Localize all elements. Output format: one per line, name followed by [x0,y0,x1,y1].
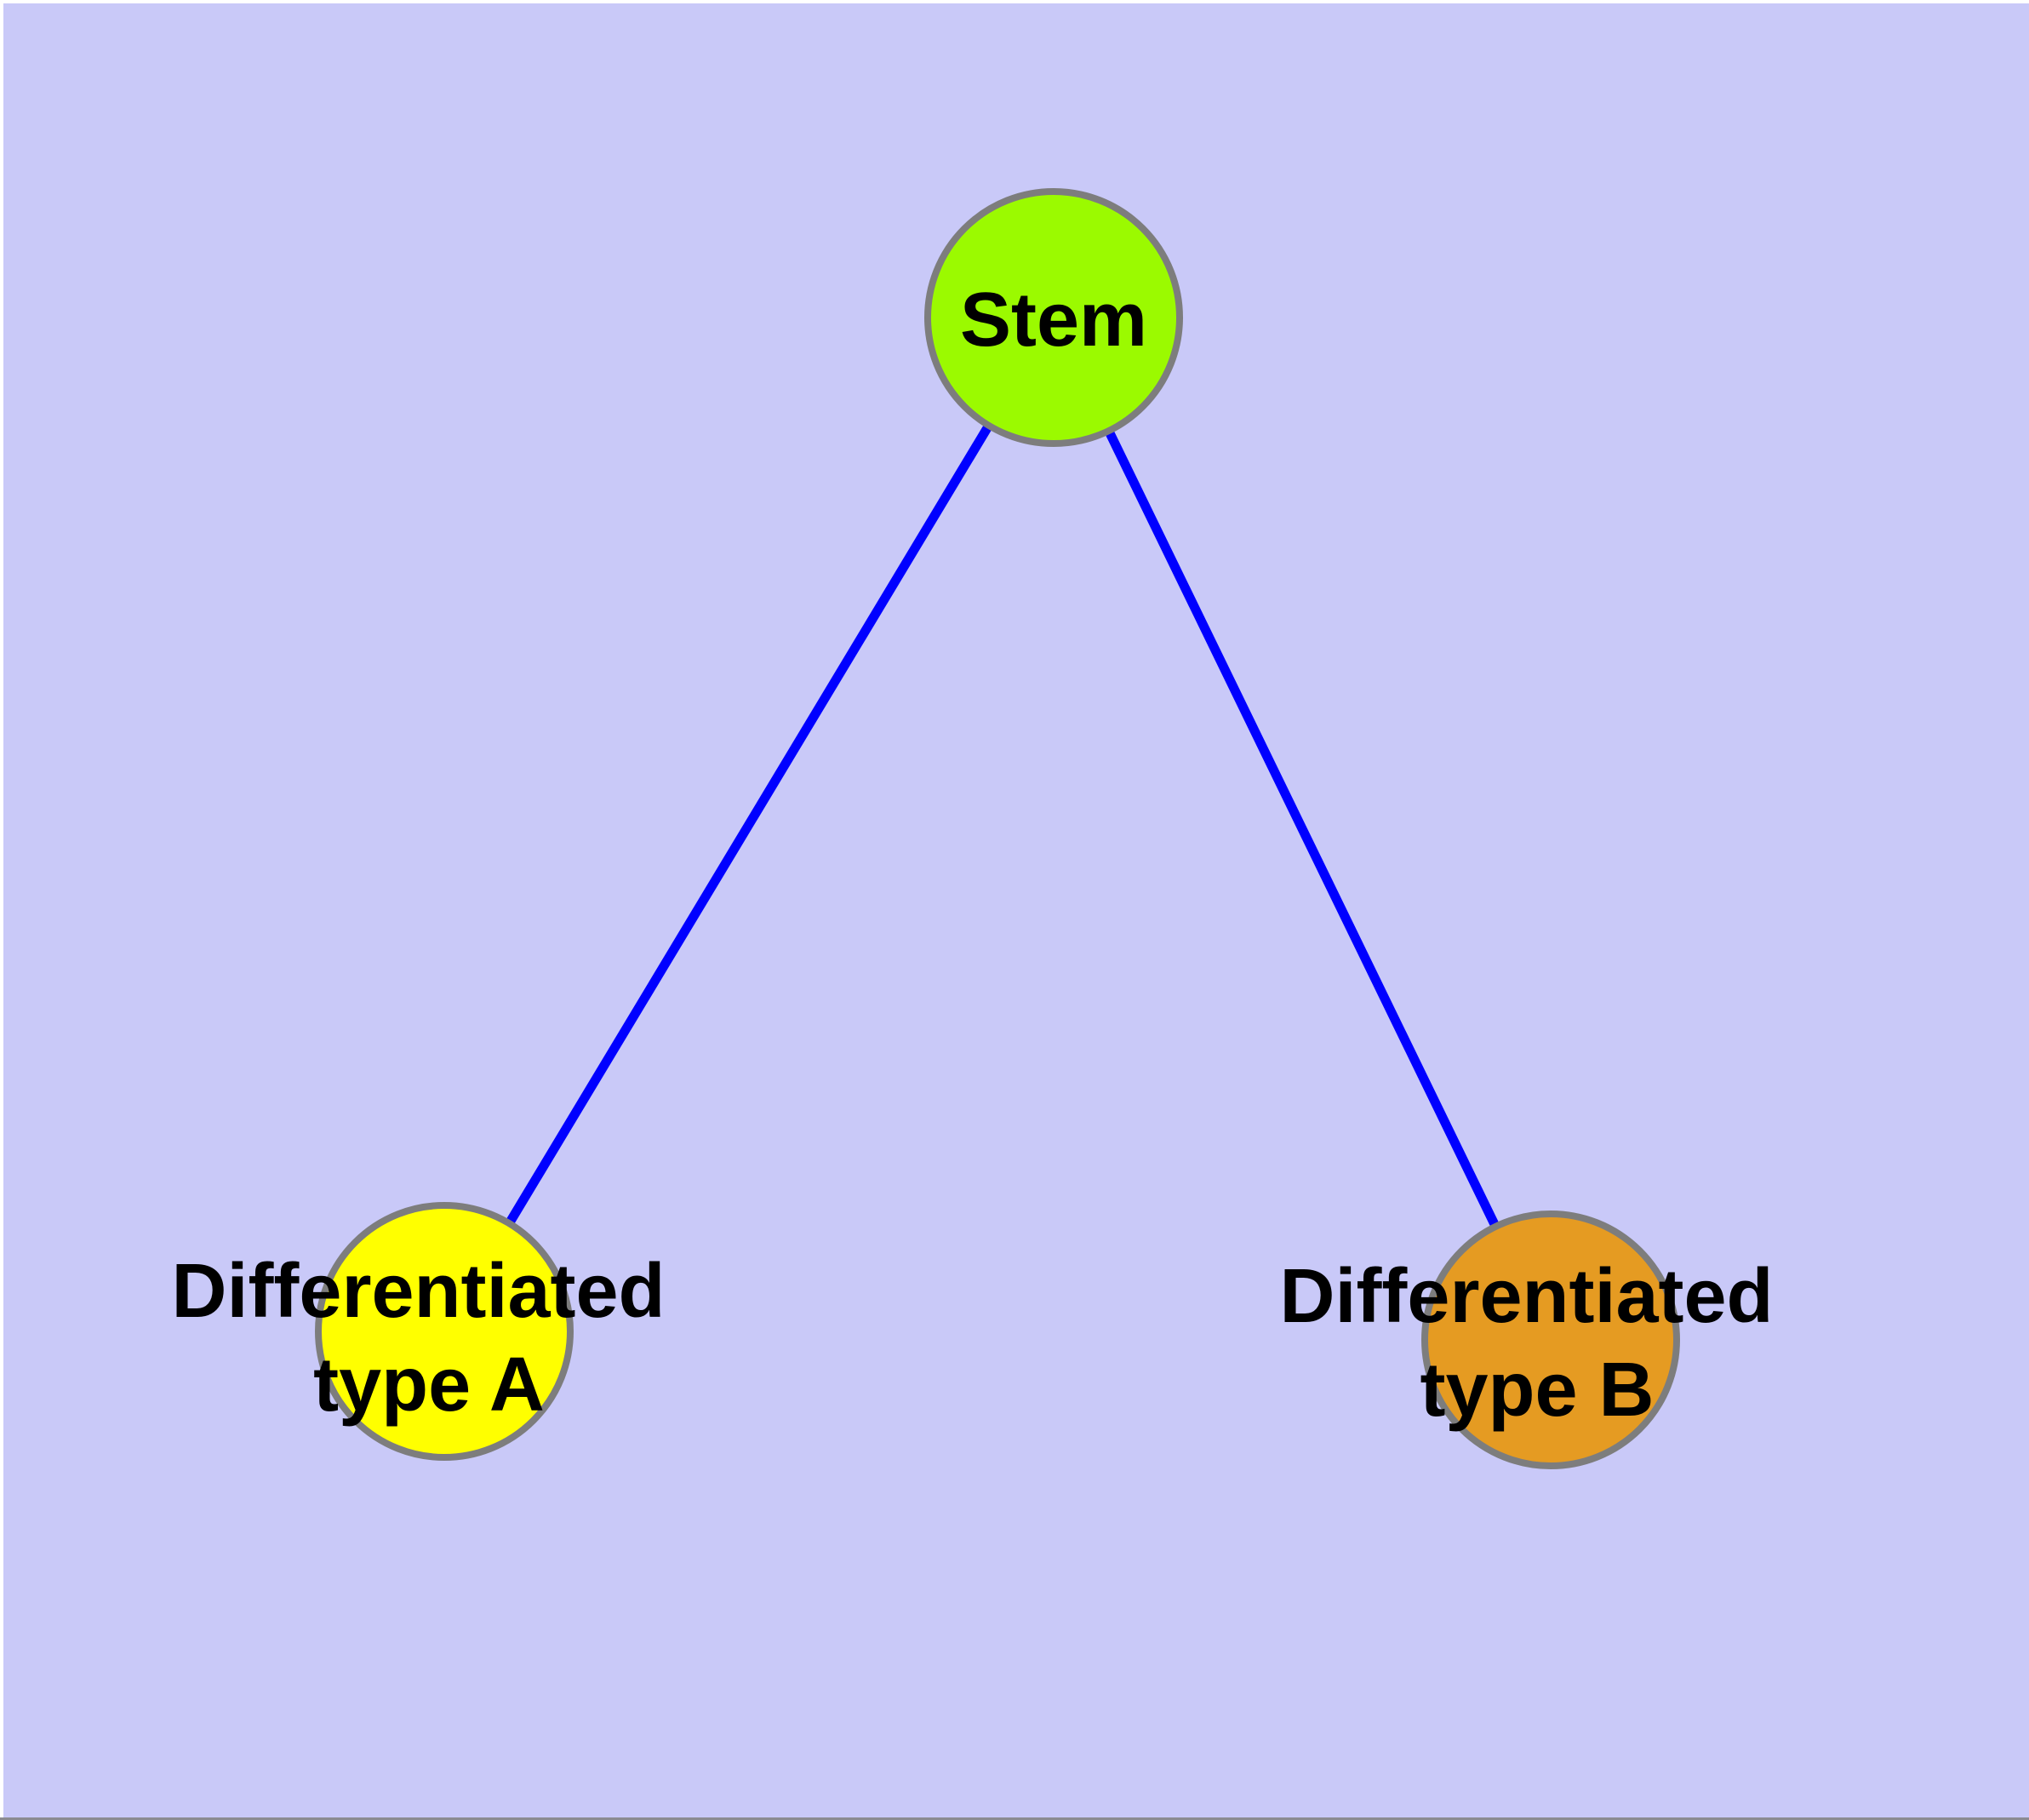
nodes-layer [315,188,1680,1469]
node-type-a-label-line-2: type A [313,1342,545,1428]
edge-stem-type-b [1049,312,1556,1345]
edges-layer [439,312,1556,1345]
node-stem [924,188,1183,447]
bottom-edge-line [0,1817,2029,1820]
node-type-b-label: Differentiated type B [1279,1254,1794,1433]
node-type-a-label: Differentiated type A [171,1249,686,1428]
node-differentiated-type-b [1421,1210,1680,1469]
node-type-b-label-line-2: type B [1420,1348,1654,1433]
node-type-a-label-line-1: Differentiated [171,1249,665,1334]
labels-layer: Stem Differentiated type A Differentiate… [171,278,1794,1433]
edge-stem-type-a [439,312,1059,1336]
node-differentiated-type-a [315,1202,574,1461]
node-type-b-label-line-1: Differentiated [1279,1254,1773,1339]
node-stem-label: Stem [960,278,1147,363]
